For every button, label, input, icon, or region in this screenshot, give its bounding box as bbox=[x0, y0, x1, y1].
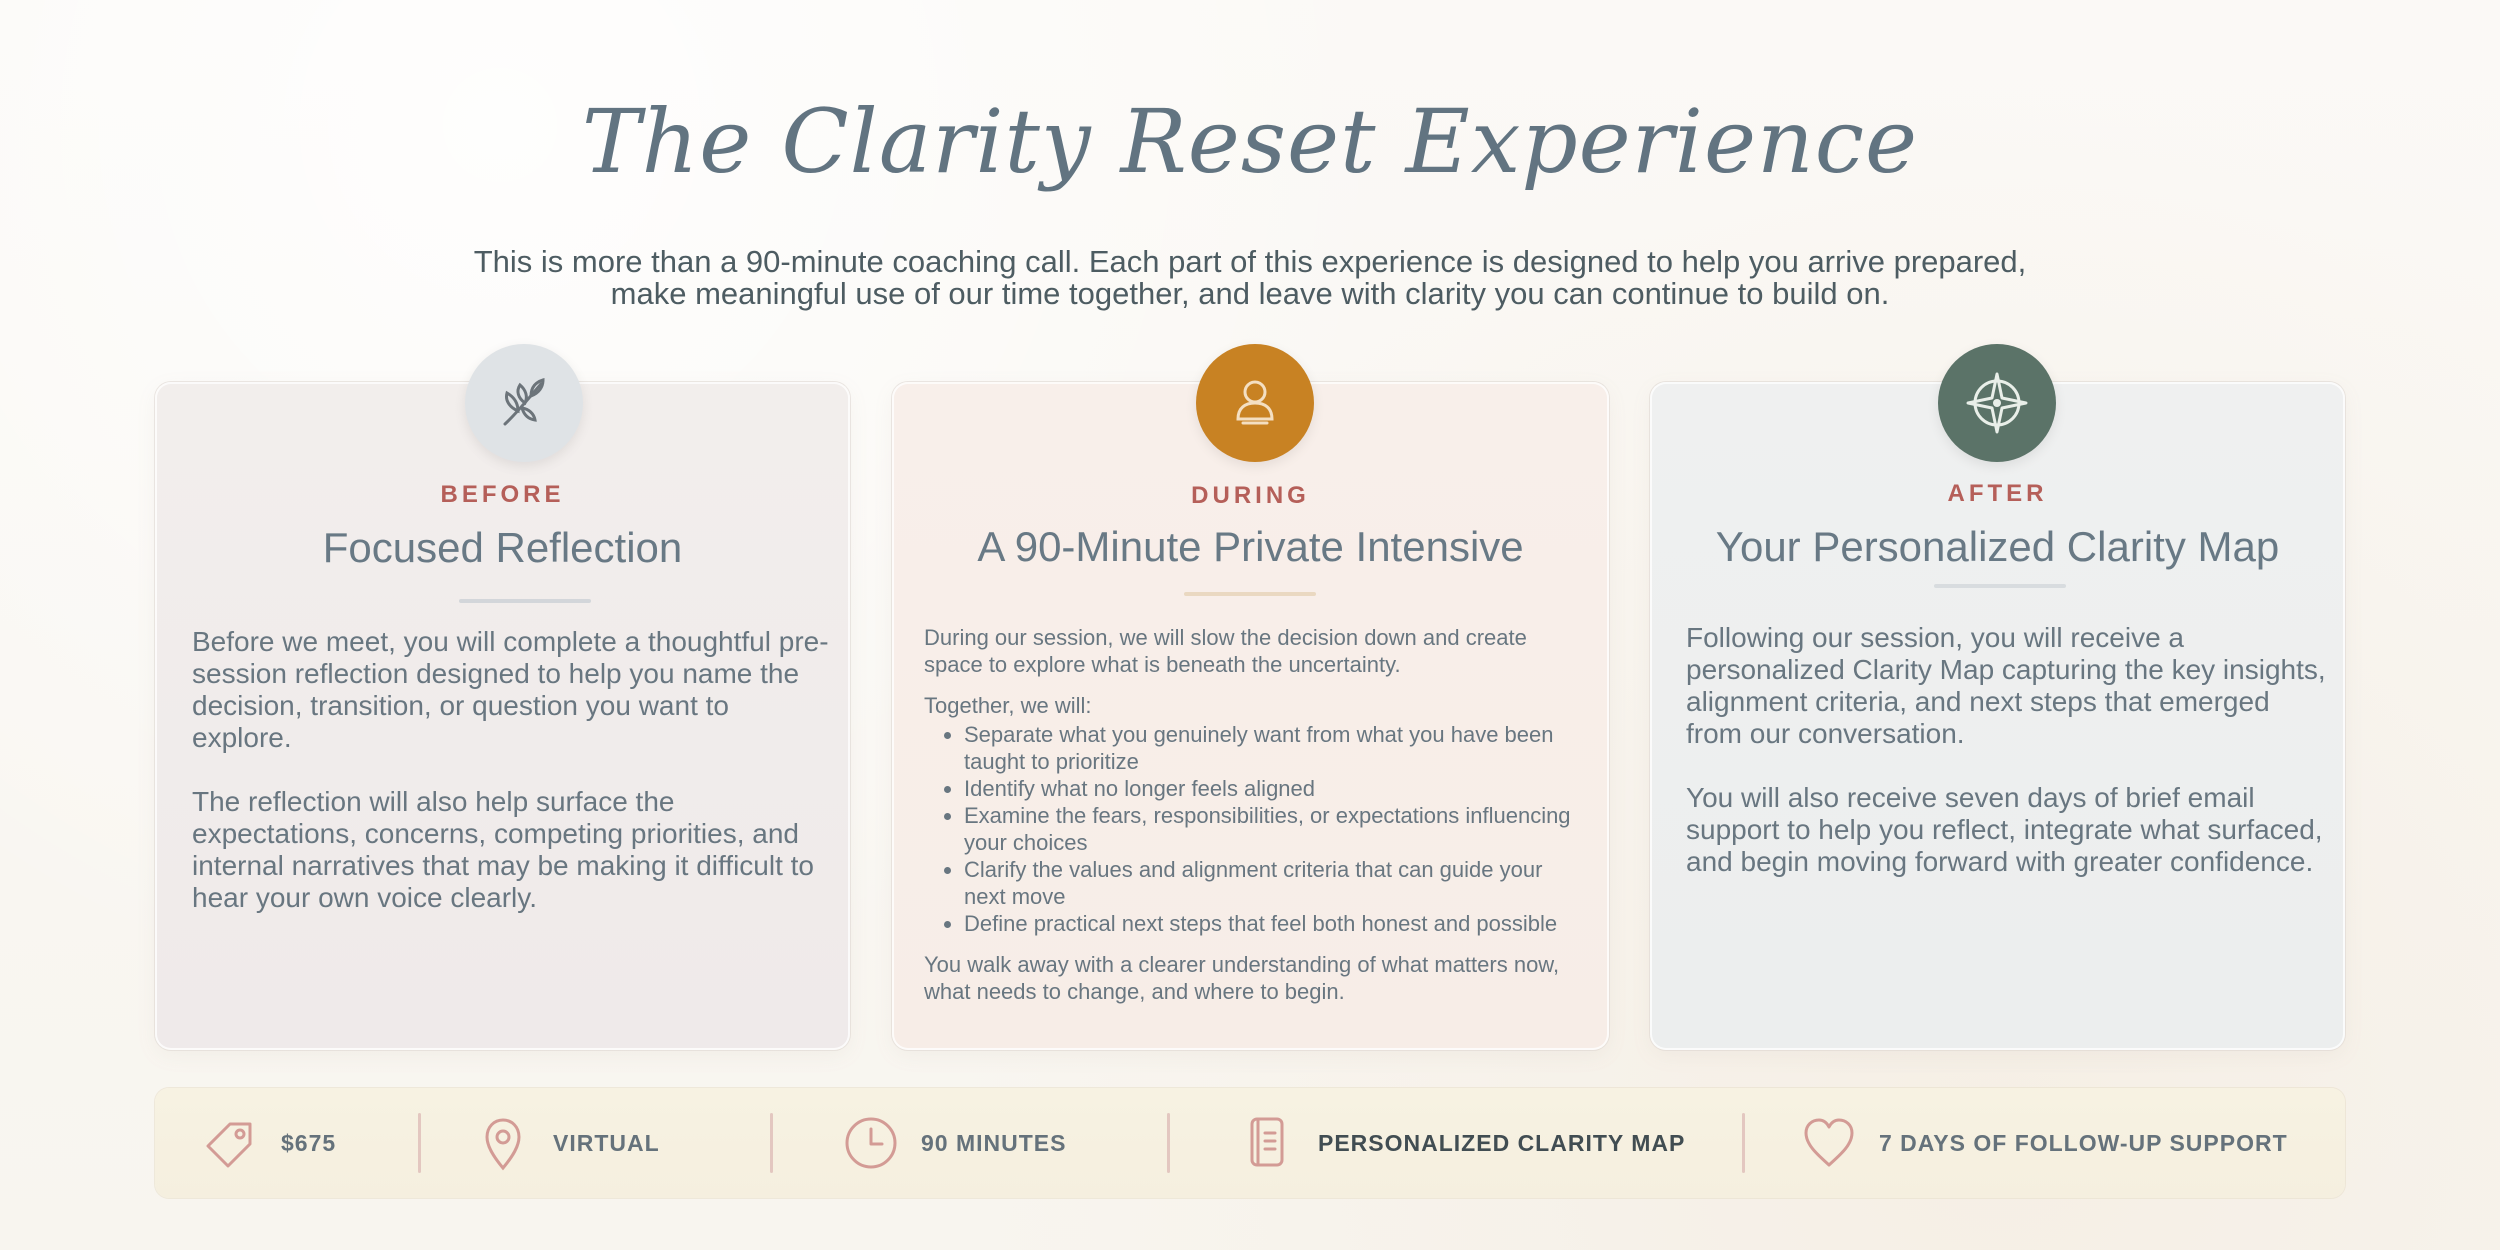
document-icon bbox=[1234, 1109, 1302, 1177]
during-intro: During our session, we will slow the dec… bbox=[924, 625, 1527, 677]
during-bullet-4: Clarify the values and alignment criteri… bbox=[964, 856, 1584, 910]
clock-icon bbox=[837, 1109, 905, 1177]
leaf-icon bbox=[503, 378, 545, 426]
before-heading: Focused Reflection bbox=[322, 524, 683, 571]
before-badge bbox=[465, 344, 583, 462]
location-item: VIRTUAL bbox=[469, 1088, 660, 1198]
footer-divider-3 bbox=[1167, 1113, 1170, 1173]
price-text: $675 bbox=[281, 1129, 337, 1156]
subtitle-line-2: make meaningful use of our time together… bbox=[610, 276, 1890, 311]
clarity-map-item: PERSONALIZED CLARITY MAP bbox=[1234, 1088, 1685, 1198]
during-bullet-2: Identify what no longer feels aligned bbox=[964, 775, 1584, 802]
during-lead: Together, we will: bbox=[924, 693, 1092, 718]
after-divider bbox=[1934, 584, 2066, 588]
footer-divider-2 bbox=[770, 1113, 773, 1173]
person-icon bbox=[1236, 380, 1274, 425]
before-paragraph-1: Before we meet, you will complete a thou… bbox=[192, 626, 829, 753]
before-label: BEFORE bbox=[440, 481, 565, 508]
during-body: During our session, we will slow the dec… bbox=[924, 624, 1584, 1005]
price-item: $675 bbox=[197, 1088, 336, 1198]
support-text: 7 DAYS OF FOLLOW-UP SUPPORT bbox=[1879, 1129, 2288, 1156]
during-bullet-5: Define practical next steps that feel bo… bbox=[964, 910, 1584, 937]
location-pin-icon bbox=[469, 1109, 537, 1177]
heart-icon bbox=[1795, 1109, 1863, 1177]
during-divider bbox=[1184, 592, 1316, 596]
before-paragraph-2: The reflection will also help surface th… bbox=[192, 786, 815, 913]
before-divider bbox=[459, 599, 591, 603]
duration-item: 90 MINUTES bbox=[837, 1088, 1066, 1198]
location-text: VIRTUAL bbox=[553, 1129, 660, 1156]
after-paragraph-2: You will also receive seven days of brie… bbox=[1686, 782, 2323, 877]
price-tag-icon bbox=[197, 1109, 265, 1177]
page-title: The Clarity Reset Experience bbox=[581, 90, 1919, 193]
footer-divider-1 bbox=[418, 1113, 421, 1173]
after-label: AFTER bbox=[1947, 480, 2048, 507]
clarity-map-text: PERSONALIZED CLARITY MAP bbox=[1318, 1129, 1686, 1156]
during-badge bbox=[1196, 344, 1314, 462]
during-bullet-1: Separate what you genuinely want from wh… bbox=[964, 721, 1584, 775]
before-body: Before we meet, you will complete a thou… bbox=[192, 626, 832, 914]
after-paragraph-1: Following our session, you will receive … bbox=[1686, 622, 2326, 749]
duration-text: 90 MINUTES bbox=[921, 1129, 1067, 1156]
during-bullet-3: Examine the fears, responsibilities, or … bbox=[964, 802, 1584, 856]
footer-divider-4 bbox=[1742, 1113, 1745, 1173]
during-bullet-list: Separate what you genuinely want from wh… bbox=[924, 721, 1584, 937]
page-subtitle: This is more than a 90-minute coaching c… bbox=[370, 246, 2130, 310]
before-card: BEFORE Focused Reflection Before we meet… bbox=[155, 344, 850, 1050]
after-body: Following our session, you will receive … bbox=[1686, 622, 2326, 878]
during-heading: A 90-Minute Private Intensive bbox=[977, 523, 1524, 570]
during-label: DURING bbox=[1191, 482, 1310, 509]
after-card: AFTER Your Personalized Clarity Map Foll… bbox=[1650, 344, 2345, 1050]
subtitle-line-1: This is more than a 90-minute coaching c… bbox=[473, 244, 2027, 279]
compass-icon bbox=[1966, 372, 2028, 434]
after-badge bbox=[1938, 344, 2056, 462]
details-footer: $675 VIRTUAL 90 MINUTES bbox=[155, 1088, 2345, 1198]
support-item: 7 DAYS OF FOLLOW-UP SUPPORT bbox=[1795, 1088, 2288, 1198]
after-heading: Your Personalized Clarity Map bbox=[1715, 523, 2280, 570]
during-closing: You walk away with a clearer understandi… bbox=[924, 952, 1560, 1004]
during-card: DURING A 90-Minute Private Intensive Dur… bbox=[892, 344, 1609, 1050]
